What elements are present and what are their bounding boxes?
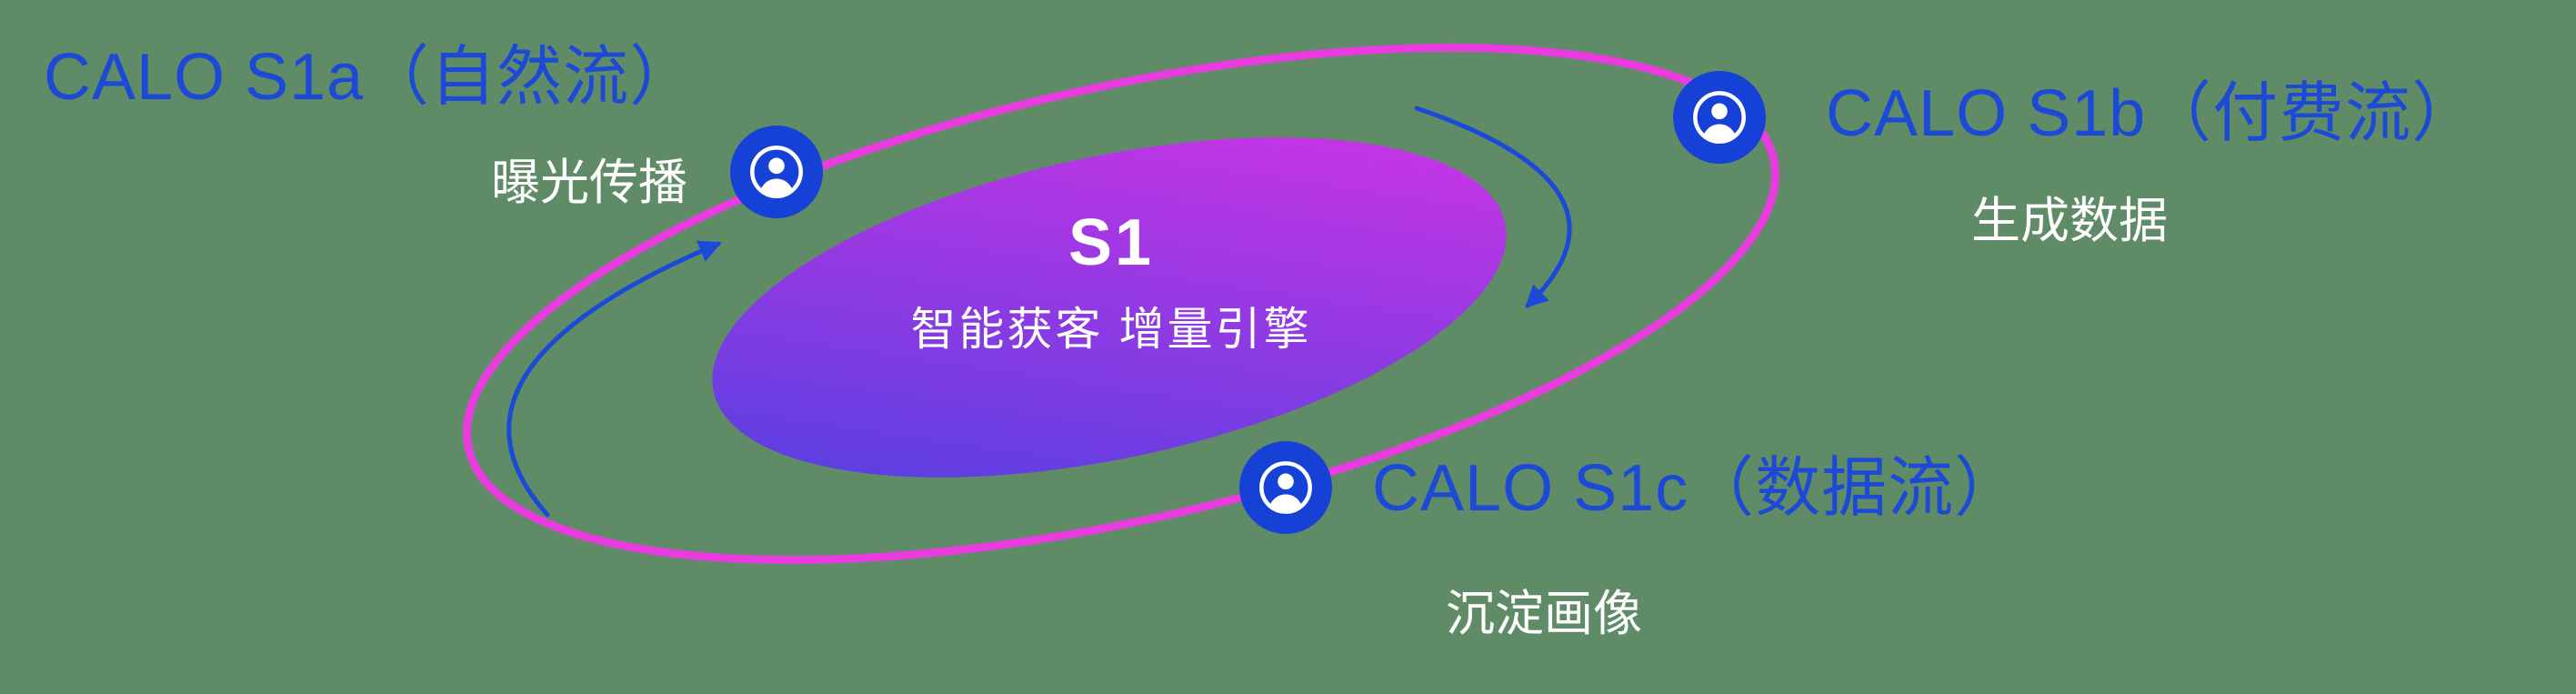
- user-circle-icon: [750, 146, 803, 198]
- core-title: S1: [1067, 206, 1155, 279]
- user-circle-icon: [1259, 461, 1312, 514]
- label-s1a: CALO S1a（自然流）: [44, 41, 697, 114]
- flow-arrow-left: [506, 240, 722, 518]
- orbit-ring: [463, 43, 1779, 565]
- flow-arrow-right: [1414, 106, 1572, 308]
- node-s1b: [1673, 71, 1766, 164]
- core-subtitle: 智能获客 增量引擎: [910, 304, 1312, 355]
- core-label-group: S1 智能获客 增量引擎: [911, 206, 1312, 358]
- sublabel-s1a: 曝光传播: [491, 156, 687, 210]
- node-s1c: [1239, 441, 1332, 534]
- node-s1a: [730, 126, 823, 218]
- label-s1c: CALO S1c（数据流）: [1372, 452, 2021, 525]
- sublabel-s1b: 生成数据: [1971, 194, 2168, 248]
- user-circle-icon: [1693, 91, 1746, 144]
- label-s1b: CALO S1b（付费流）: [1826, 77, 2479, 150]
- sublabel-s1c: 沉淀画像: [1446, 587, 1642, 641]
- core-gradient-ellipse: [712, 137, 1507, 478]
